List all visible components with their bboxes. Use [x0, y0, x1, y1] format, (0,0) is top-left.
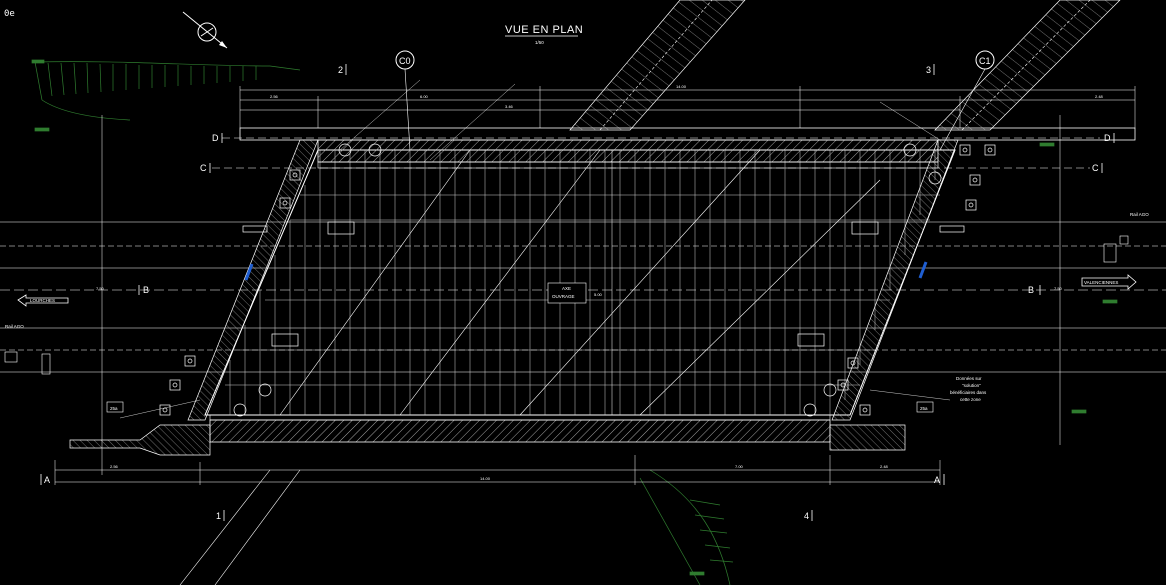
railway-track-left [569, 0, 746, 131]
abutment-right [831, 139, 959, 421]
direction-left-label: LOURCHES [30, 298, 55, 303]
edge-beam-top [239, 127, 1136, 169]
edge-beam-bottom [69, 414, 906, 456]
note-right-line2: "solution" [962, 383, 981, 388]
rail-label-top-right: Rail AGO [1130, 212, 1149, 217]
section-mark-D-right: D [1104, 133, 1111, 143]
direction-right-label: VALENCIENNES [1084, 280, 1118, 285]
svg-text:C1: C1 [979, 56, 991, 66]
note-right-line1: Données sur [956, 376, 982, 381]
dim-top-segment-a: 2.56 [270, 94, 279, 99]
section-mark-bottom-left: 1 [216, 511, 221, 521]
section-mark-C-right: C [1092, 163, 1099, 173]
section-mark-B-left: B [143, 285, 149, 295]
blue-joint-marks [244, 261, 928, 281]
corner-label: 0e [4, 9, 15, 19]
dim-top-overall: 14.00 [676, 84, 687, 89]
abutment-left [187, 139, 319, 421]
dimension-lines-top [239, 86, 1136, 128]
dim-top-segment-b: 6.00 [420, 94, 429, 99]
equipment-tags [242, 221, 965, 347]
dimension-lines-bottom [54, 455, 941, 485]
axis-label-box [547, 282, 587, 304]
note-right-line4: cette zone [960, 397, 981, 402]
section-mark-bottom-right: 4 [804, 511, 809, 521]
railway-track-right [934, 0, 1121, 131]
dim-top-segment-c: 3.46 [505, 104, 514, 109]
svg-text:C0: C0 [399, 56, 411, 66]
terrain-hatching-top-left [31, 59, 301, 132]
section-mark-top-right: 3 [926, 65, 931, 75]
note-right-line3: bénéficiaires dans [950, 390, 987, 395]
direction-arrow-left: LOURCHES [17, 294, 69, 307]
dim-bottom-segment-a: 2.56 [110, 464, 119, 469]
leader-lines [119, 79, 951, 419]
north-arrow-icon [182, 11, 228, 49]
dim-bottom-segment-b: 7.00 [735, 464, 744, 469]
section-mark-D-left: D [212, 133, 219, 143]
right-side-markers [4, 235, 1129, 375]
drawing-scale: 1/50 [535, 40, 544, 45]
bearing-pads [159, 143, 996, 417]
axis-label-line1: AXE [562, 286, 571, 291]
grid-bubble-right: C1 [939, 50, 995, 151]
dim-top-segment-d: 2.48 [1095, 94, 1104, 99]
section-mark-B-right: B [1028, 285, 1034, 295]
dim-side-right: 7.50 [1054, 286, 1063, 291]
point-label-left: 25a [110, 406, 118, 411]
railway-track-bottom [179, 469, 301, 585]
section-mark-C-left: C [200, 163, 207, 173]
direction-arrow-right: VALENCIENNES [1081, 274, 1137, 290]
dim-bottom-overall: 14.00 [480, 476, 491, 481]
section-mark-A-left: A [44, 475, 50, 485]
point-label-right: 25a [920, 406, 928, 411]
section-mark-top-left: 2 [338, 65, 343, 75]
terrain-hatching-bottom-right [639, 142, 1118, 585]
dim-bottom-segment-c: 2.48 [880, 464, 889, 469]
dimension-lines-side [101, 115, 1061, 475]
dim-center-height: 5.00 [594, 292, 603, 297]
rail-label-bottom-left: Rail AGO [5, 324, 24, 329]
grid-bubble-left: C0 [395, 50, 415, 151]
drawing-title: VUE EN PLAN [505, 24, 583, 36]
section-mark-A-right: A [934, 475, 940, 485]
dim-side-left: 7.50 [96, 286, 105, 291]
axis-label-line2: OUVRAGE [552, 294, 575, 299]
deck-slab [204, 149, 956, 416]
